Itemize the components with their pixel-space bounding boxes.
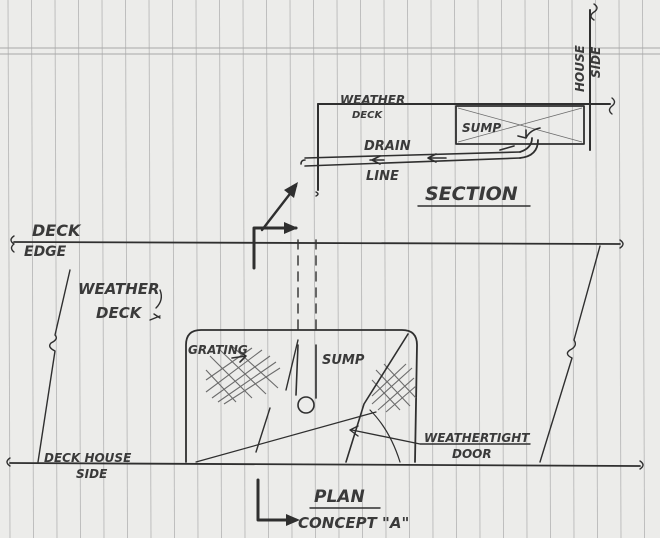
cut-line-dashed [297, 239, 317, 331]
break-mark [6, 457, 11, 467]
ruling-line [148, 0, 152, 538]
ruling-line [242, 0, 246, 538]
section-cut-arrow [252, 226, 298, 270]
ruling-line [195, 0, 199, 538]
break-mark [315, 191, 319, 197]
sump-box [455, 105, 585, 145]
break-mark [10, 235, 15, 253]
door-label: DOOR [452, 447, 492, 461]
section-weather-deck-label: WEATHER [340, 93, 405, 107]
deck-house-label: DECK HOUSE [44, 451, 132, 465]
weather-deck-break-right [539, 245, 601, 463]
flow-arrow-icon [369, 155, 385, 165]
drain-label: DRAIN [364, 139, 411, 154]
ruling-line [289, 0, 293, 538]
ruling-line [7, 0, 11, 538]
sump-channel [295, 344, 317, 399]
ruling-line [407, 0, 410, 538]
ruling-line [219, 0, 222, 538]
door-swing-arc [369, 409, 401, 463]
flow-arrow-icon [427, 153, 447, 163]
ruling-line [642, 0, 645, 538]
plan-title: PLAN [314, 487, 365, 507]
ruling-line [524, 0, 528, 538]
break-mark [619, 239, 624, 249]
door-leader-arrow [349, 425, 531, 445]
deck-house-side-line [9, 462, 641, 467]
ruling-line [125, 0, 128, 538]
section-sump-label: SUMP [462, 121, 501, 135]
deck-edge-line [13, 241, 621, 245]
break-mark [590, 3, 598, 21]
weathertight-door-leaf [345, 333, 409, 463]
side-label: SIDE [589, 46, 603, 78]
grating-right [371, 363, 417, 413]
ruling-line [571, 0, 575, 538]
drain-bend [519, 137, 539, 159]
ruling-line [477, 0, 481, 538]
door-swing-line [195, 411, 377, 463]
weather-deck-break-left [37, 269, 71, 463]
arrowhead-icon [284, 182, 298, 198]
section-title: SECTION [425, 183, 518, 205]
grating-label: GRATING [188, 343, 248, 357]
plan-view-arrow [256, 478, 298, 522]
sump-drain-circle [297, 396, 315, 414]
arrowhead-icon [284, 222, 298, 234]
plan-weather-label: WEATHER [78, 280, 160, 298]
flow-arrow-icon [499, 127, 541, 151]
ruling-line [54, 0, 58, 538]
ruling-line [172, 0, 175, 538]
deck-house-outline [185, 329, 418, 463]
deck-label: DECK [32, 221, 82, 240]
edge-label: EDGE [24, 244, 67, 260]
house-side-label: SIDE [76, 467, 108, 481]
weather-deck-leader [149, 289, 163, 321]
ruling-line [548, 0, 551, 538]
break-mark [608, 97, 616, 115]
ruling-line [383, 0, 387, 538]
ruling-line [618, 0, 622, 538]
break-mark [639, 460, 644, 470]
ruling-line [313, 0, 316, 538]
ruling-line [336, 0, 340, 538]
plan-sump-label: SUMP [322, 353, 365, 368]
plan-deck-label: DECK [96, 304, 143, 322]
drain-outlet [300, 159, 306, 165]
ruling-line [501, 0, 504, 538]
ruling-line [360, 0, 363, 538]
line-label: LINE [366, 169, 399, 184]
ruling-line [266, 0, 269, 538]
ruling-line [430, 0, 434, 538]
drain-line [304, 151, 521, 167]
house-label: HOUSE [573, 44, 587, 92]
plan-subtitle: CONCEPT "A" [298, 514, 409, 532]
plan-view: DECK EDGE WEATHER DECK GRATING SUMP WEAT… [6, 182, 644, 532]
weathertight-label: WEATHERTIGHT [424, 431, 530, 445]
section-view: WEATHER DECK SUMP DRAIN LINE SECTION HOU… [300, 3, 616, 207]
ruling-line [78, 0, 81, 538]
grating-arrow-icon [231, 351, 247, 363]
ruling-line [31, 0, 34, 538]
sump-cross-hatch [457, 107, 583, 143]
grating-left [205, 345, 281, 405]
ruling-line [595, 0, 598, 538]
ruling-line [101, 0, 105, 538]
arrowhead-icon [286, 514, 300, 526]
ruling-line [454, 0, 457, 538]
section-weather-deck-label-2: DECK [352, 110, 383, 121]
